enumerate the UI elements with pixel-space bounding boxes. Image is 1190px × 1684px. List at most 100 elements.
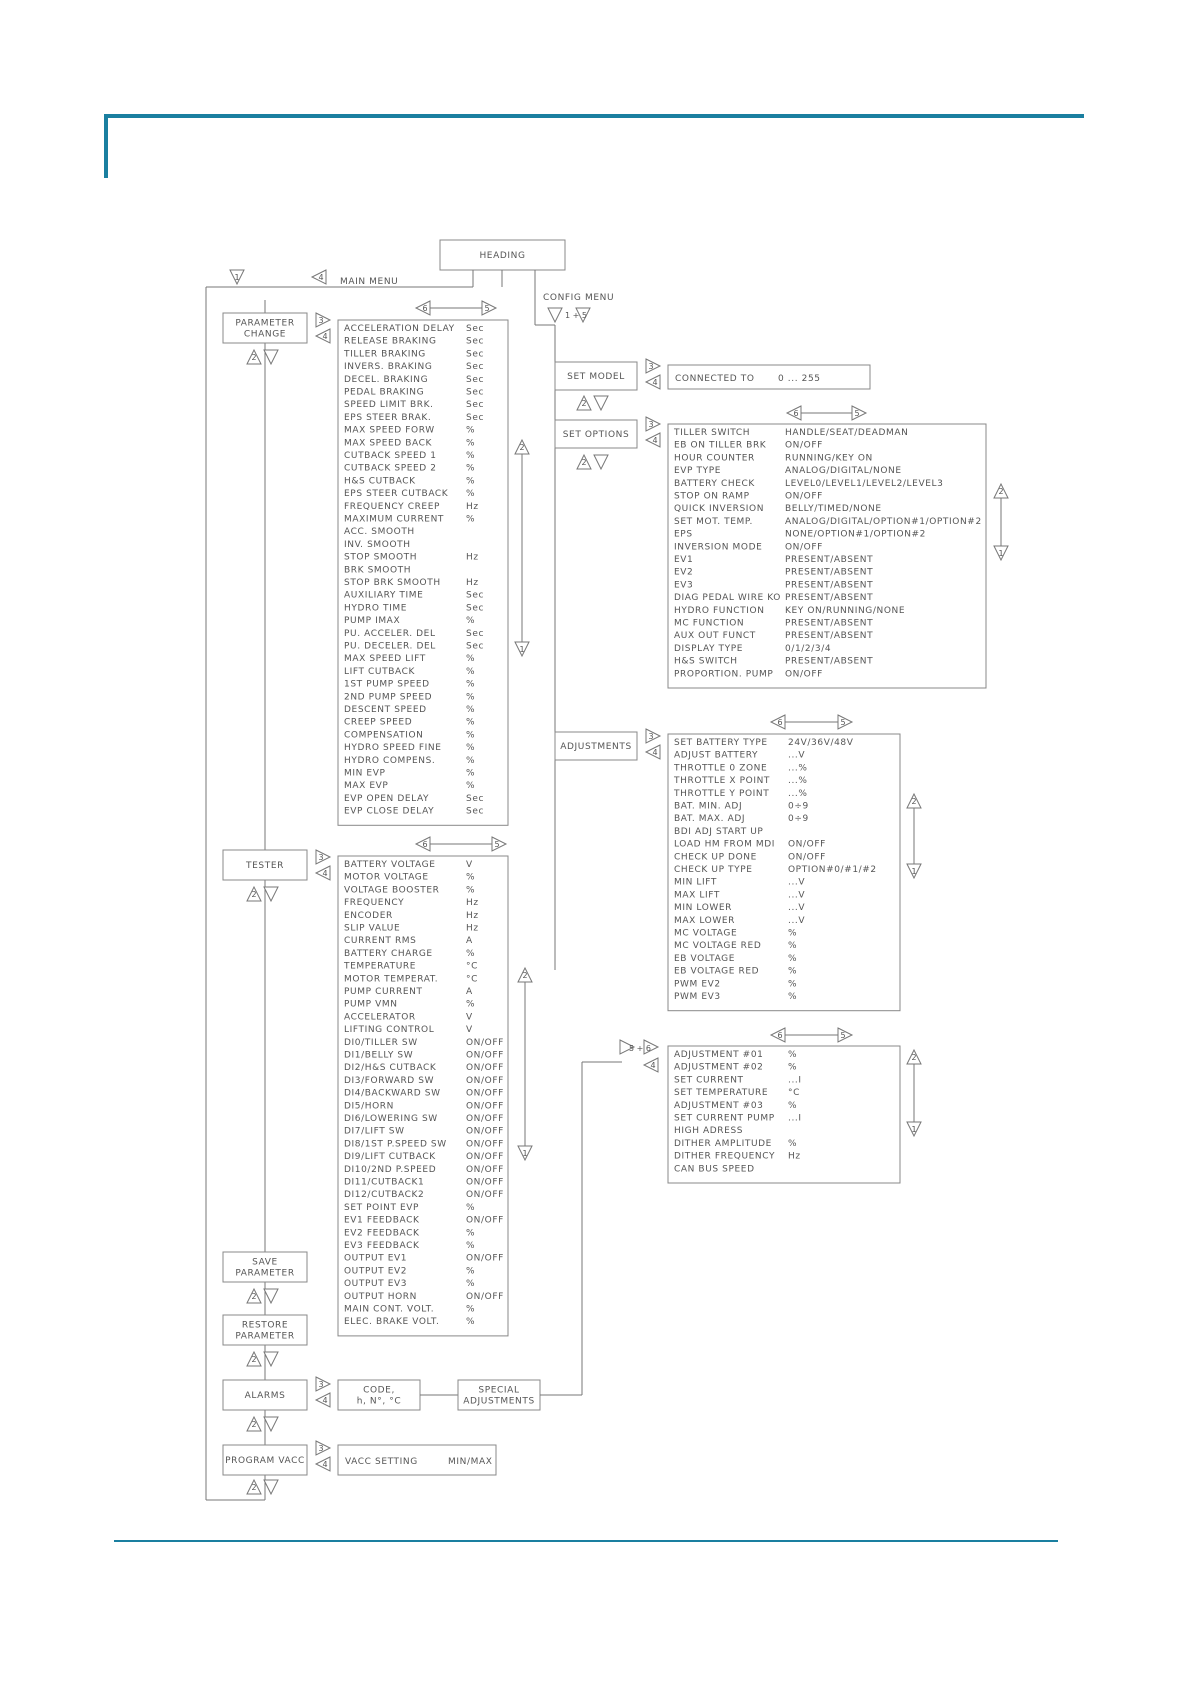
adjustments-list-right-key-icon-label: 5 bbox=[840, 718, 845, 727]
tester-list-panel-item-label: DI3/FORWARD SW bbox=[344, 1076, 434, 1086]
special-panel-item-label: ADJUSTMENT #03 bbox=[674, 1101, 763, 1111]
parameter-list-panel-item-label: H&S CUTBACK bbox=[344, 476, 416, 486]
save-parameter-box-label: SAVE bbox=[252, 1258, 278, 1268]
parameter-list-panel-item-value: % bbox=[466, 515, 475, 525]
adjustments-panel-item-value: 24V/36V/48V bbox=[788, 738, 854, 748]
parameter-list-panel bbox=[337, 319, 509, 826]
tester-list-right-key-icon-label: 5 bbox=[494, 840, 499, 849]
tester-list-panel-item-label: DI7/LIFT SW bbox=[344, 1127, 405, 1137]
parameter-change-enter-key-icon-label: 3 bbox=[318, 316, 323, 325]
parameter-list-panel-item-label: PU. DECELER. DEL bbox=[344, 642, 436, 652]
heading-box-label: HEADING bbox=[479, 251, 525, 261]
parameter-list-panel-item-value: % bbox=[466, 730, 475, 740]
adjustments-enter-key-icon-label: 3 bbox=[648, 732, 653, 741]
special-panel-item-label: SET CURRENT PUMP bbox=[674, 1114, 775, 1124]
parameter-list-panel-item-label: STOP SMOOTH bbox=[344, 553, 417, 563]
parameter-list-panel-item-value: % bbox=[466, 718, 475, 728]
config-keys-label: 1 + 5 bbox=[565, 311, 587, 320]
tester-list-panel-item-label: DI8/1ST P.SPEED SW bbox=[344, 1139, 447, 1149]
special-panel-item-value: Hz bbox=[788, 1152, 801, 1162]
program-vacc-enter-key-icon bbox=[315, 1440, 332, 1456]
parameter-list-panel-item-value: % bbox=[466, 476, 475, 486]
main-menu-back-key-icon bbox=[310, 269, 327, 285]
set-options-panel-item-label: INVERSION MODE bbox=[674, 542, 762, 552]
parameter-change-exit-key-icon bbox=[314, 328, 331, 344]
parameter-list-panel-item-label: MAXIMUM CURRENT bbox=[344, 515, 444, 525]
parameter-list-panel-item-label: ACCELERATION DELAY bbox=[344, 324, 455, 334]
parameter-list-left-key-icon-label: 6 bbox=[422, 304, 427, 313]
adjustments-box bbox=[554, 731, 638, 761]
parameter-list-panel-item-label: TILLER BRAKING bbox=[343, 349, 426, 359]
alarms-exit-key-icon bbox=[314, 1392, 331, 1408]
adjustments-panel-item-value: OPTION#0/#1/#2 bbox=[788, 865, 877, 875]
config-key-1-icon bbox=[547, 307, 563, 324]
parameter-list-down-key-icon-label: 1 bbox=[519, 645, 524, 654]
special-panel-item-label: CAN BUS SPEED bbox=[674, 1164, 755, 1174]
tester-box-label: TESTER bbox=[245, 861, 284, 871]
tester-list-panel-item-value: ON/OFF bbox=[466, 1292, 504, 1302]
set-options-panel-item-label: HOUR COUNTER bbox=[674, 453, 755, 463]
parameter-list-panel-item-label: 1ST PUMP SPEED bbox=[344, 680, 430, 690]
parameter-list-up-key-icon-label: 2 bbox=[519, 443, 524, 452]
adjustments-panel-item-value: ...V bbox=[788, 916, 805, 926]
set-options-up-key-icon bbox=[576, 453, 592, 470]
set-options-panel bbox=[667, 423, 987, 689]
special-panel-item-label: ADJUSTMENT #02 bbox=[674, 1063, 763, 1073]
bottom-rule bbox=[114, 1540, 1058, 1542]
set-options-exit-key-icon bbox=[644, 432, 661, 448]
special-adjustments-box-label: SPECIAL bbox=[478, 1386, 519, 1396]
left-frame-bar bbox=[104, 114, 108, 178]
special-list-up-key-icon-label: 2 bbox=[911, 1053, 916, 1062]
set-options-panel-item-value: PRESENT/ABSENT bbox=[785, 657, 873, 667]
program-vacc-box-label: PROGRAM VACC bbox=[225, 1456, 305, 1466]
adjustments-panel-item-value: ...V bbox=[788, 890, 805, 900]
tester-list-panel-item-label: DI2/H&S CUTBACK bbox=[344, 1063, 437, 1073]
adjustments-panel-item-value: % bbox=[788, 929, 797, 939]
parameter-change-box-label: CHANGE bbox=[244, 330, 286, 340]
main-menu-down-key-icon bbox=[229, 269, 245, 286]
adjustments-panel-item-label: MIN LIFT bbox=[674, 878, 717, 888]
tester-list-up-key-icon-label: 2 bbox=[522, 971, 527, 980]
parameter-list-panel-item-value: Sec bbox=[466, 794, 484, 804]
tester-list-panel-item-value: ON/OFF bbox=[466, 1254, 504, 1264]
tester-list-panel-item-label: EV2 FEEDBACK bbox=[344, 1228, 420, 1238]
tester-list-panel-item-value: ON/OFF bbox=[466, 1101, 504, 1111]
set-options-panel-item-value: PRESENT/ABSENT bbox=[785, 568, 873, 578]
set-options-list-right-key-icon-label: 5 bbox=[854, 409, 859, 418]
adjustments-panel-item-label: LOAD HM FROM MDI bbox=[674, 840, 775, 850]
tester-list-panel-item-label: DI9/LIFT CUTBACK bbox=[344, 1152, 436, 1162]
tester-list-panel-item-value: ON/OFF bbox=[466, 1089, 504, 1099]
tester-list-panel-item-value: % bbox=[466, 1000, 475, 1010]
tester-list-panel-item-value: ON/OFF bbox=[466, 1152, 504, 1162]
tester-exit-key-icon bbox=[314, 865, 331, 881]
set-options-panel-item-value: ON/OFF bbox=[785, 492, 823, 502]
main-menu-back-key-icon-label: 4 bbox=[318, 273, 323, 282]
tester-list-panel-item-value: % bbox=[466, 1228, 475, 1238]
tester-list-panel-item-label: OUTPUT EV1 bbox=[344, 1254, 407, 1264]
parameter-list-panel-item-label: EPS STEER BRAK. bbox=[344, 413, 431, 423]
special-keys-label: 5 + 6 bbox=[629, 1044, 651, 1053]
special-list-left-key-icon-label: 6 bbox=[777, 1031, 782, 1040]
adjustments-panel-item-value: ON/OFF bbox=[788, 852, 826, 862]
adjustments-exit-key-icon bbox=[644, 744, 661, 760]
adjustments-panel-item-value: % bbox=[788, 979, 797, 989]
tester-list-panel-item-value: ON/OFF bbox=[466, 1139, 504, 1149]
parameter-list-panel-item-label: 2ND PUMP SPEED bbox=[344, 692, 432, 702]
set-options-panel-item-label: EV1 bbox=[674, 555, 693, 565]
parameter-list-panel-item-label: CUTBACK SPEED 2 bbox=[344, 464, 437, 474]
program-vacc-exit-key-icon bbox=[314, 1456, 331, 1472]
adjustments-list-down-key-icon-label: 1 bbox=[911, 867, 916, 876]
set-options-panel-item-label: EPS bbox=[674, 530, 693, 540]
adjustments-panel-item-label: MC VOLTAGE RED bbox=[674, 941, 761, 951]
tester-list-panel-item-label: ELEC. BRAKE VOLT. bbox=[344, 1317, 439, 1327]
adjustments-panel bbox=[667, 733, 901, 1012]
tester-list-panel-item-value: % bbox=[466, 949, 475, 959]
tester-list-panel-item-label: BATTERY CHARGE bbox=[344, 949, 433, 959]
set-options-exit-key-icon-label: 4 bbox=[652, 436, 657, 445]
tester-list-panel-item-value: V bbox=[466, 1012, 473, 1022]
adjustments-panel-item-label: THROTTLE Y POINT bbox=[673, 789, 769, 799]
set-options-panel-item-value: ANALOG/DIGITAL/NONE bbox=[785, 466, 902, 476]
parameter-list-panel-item-value: Hz bbox=[466, 502, 479, 512]
parameter-list-panel-item-value: % bbox=[466, 705, 475, 715]
